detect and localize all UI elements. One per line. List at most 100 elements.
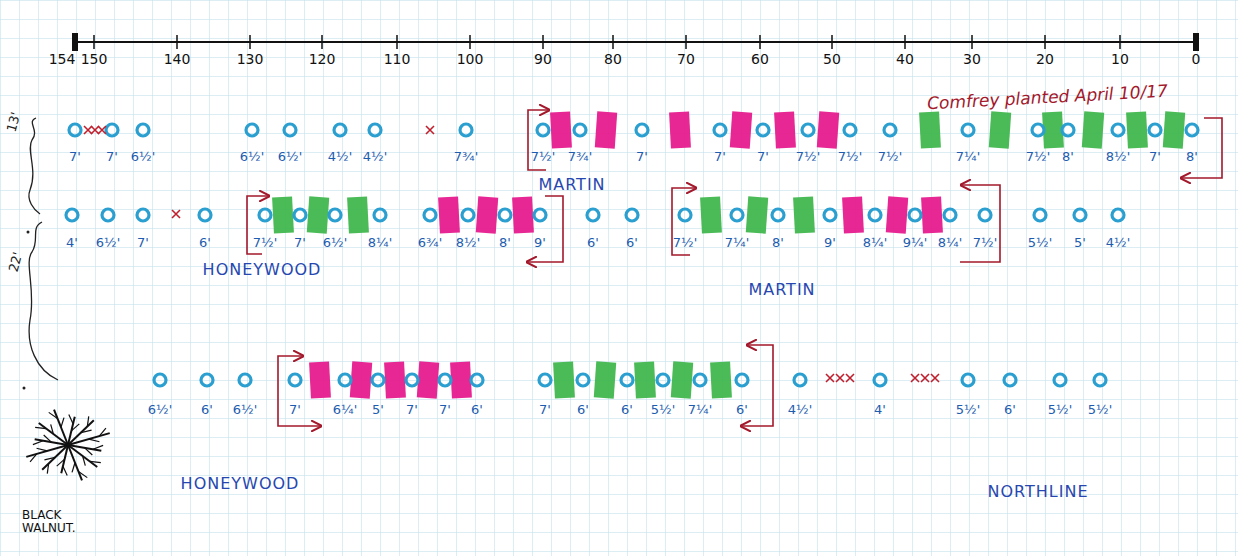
- tree-ring: [869, 209, 881, 221]
- missing-tree-mark: [921, 374, 929, 382]
- tree-ring: [574, 124, 586, 136]
- missing-marks: [84, 126, 939, 382]
- missing-tree-mark: [84, 126, 92, 134]
- tree-ring: [979, 209, 991, 221]
- tree-height: 7': [106, 150, 118, 164]
- tree-height: 6': [736, 403, 748, 417]
- tree-ring: [199, 209, 211, 221]
- tree-height: 7½': [531, 150, 555, 164]
- tree-ring: [694, 374, 706, 386]
- scale-number: 150: [81, 52, 108, 67]
- tree-height: 7': [406, 403, 418, 417]
- tree-height: 7': [439, 403, 451, 417]
- comfrey-block: [272, 197, 294, 234]
- tree-ring: [772, 209, 784, 221]
- tree-ring: [874, 374, 886, 386]
- tree-ring: [154, 374, 166, 386]
- tree-ring: [471, 374, 483, 386]
- comfrey-block: [347, 197, 369, 234]
- tree-ring: [577, 374, 589, 386]
- tree-ring: [106, 124, 118, 136]
- tree-height: 7': [636, 150, 648, 164]
- tree-height: 7½': [838, 150, 862, 164]
- tree-ring: [1062, 124, 1074, 136]
- tree-ring: [369, 124, 381, 136]
- tree-ring: [372, 374, 384, 386]
- tree-height: 7½': [973, 236, 997, 250]
- tree-height: 8¼': [938, 236, 962, 250]
- comfrey-block: [817, 111, 839, 148]
- tree-height: 6': [577, 403, 589, 417]
- tree-height: 5½': [651, 403, 675, 417]
- comfrey-block: [989, 111, 1011, 148]
- tree-ring: [534, 209, 546, 221]
- tree-ring: [424, 209, 436, 221]
- comfrey-block: [553, 362, 575, 399]
- tree-height: 7': [539, 403, 551, 417]
- tree-ring: [802, 124, 814, 136]
- tree-height: 7': [289, 403, 301, 417]
- tree-height: 4': [874, 403, 886, 417]
- missing-tree-mark: [91, 126, 99, 134]
- comfrey-block: [512, 197, 534, 234]
- variety-name: HONEYWOOD: [203, 261, 322, 279]
- comfrey-block: [1163, 111, 1185, 148]
- scale-number: 40: [896, 52, 914, 67]
- row-spacing-braces: [23, 118, 59, 390]
- tree-height: 6½': [240, 150, 264, 164]
- scale-number: 130: [237, 52, 264, 67]
- scale-number: 70: [677, 52, 695, 67]
- comfrey-block: [886, 196, 908, 233]
- tree-height: 5½': [1048, 403, 1072, 417]
- scale-number: 50: [823, 52, 841, 67]
- scale-number: 30: [963, 52, 981, 67]
- tree-ring: [462, 209, 474, 221]
- tree-height: 7½': [878, 150, 902, 164]
- tree-height: 7¾': [454, 150, 478, 164]
- tree-ring: [1074, 209, 1086, 221]
- distance-scale: [72, 33, 1199, 51]
- comfrey-block: [710, 362, 732, 399]
- tree-height: 6½': [96, 236, 120, 250]
- tree-height: 6': [471, 403, 483, 417]
- tree-height: 7½': [796, 150, 820, 164]
- tree-height: 4½': [363, 150, 387, 164]
- tree-ring: [731, 209, 743, 221]
- comfrey-block: [700, 197, 722, 234]
- tree-height: 4': [66, 236, 78, 250]
- tree-height: 7': [294, 236, 306, 250]
- tree-ring: [499, 209, 511, 221]
- tree-ring: [587, 209, 599, 221]
- missing-tree-mark: [836, 374, 844, 382]
- tree-ring: [102, 209, 114, 221]
- comfrey-blocks: [272, 111, 1185, 398]
- variety-name: HONEYWOOD: [181, 475, 300, 493]
- tree-ring: [824, 209, 836, 221]
- tree-ring: [289, 374, 301, 386]
- tree-height: 4½': [788, 403, 812, 417]
- tree-ring: [137, 124, 149, 136]
- tree-height: 7½': [673, 236, 697, 250]
- comfrey-block: [842, 197, 864, 234]
- tree-height: 6': [626, 236, 638, 250]
- tree-ring: [1149, 124, 1161, 136]
- comfrey-block: [594, 361, 616, 398]
- tree-height: 6½': [278, 150, 302, 164]
- tree-height: 6½': [323, 236, 347, 250]
- tree-ring: [636, 124, 648, 136]
- tree-height: 7': [1149, 150, 1161, 164]
- tree-ring: [284, 124, 296, 136]
- black-walnut-tree: [26, 410, 109, 481]
- tree-label: BLACK WALNUT.: [22, 509, 86, 535]
- missing-tree-mark: [846, 374, 854, 382]
- row-name: NORTHLINE: [987, 483, 1088, 501]
- tree-height: 7¼': [688, 403, 712, 417]
- tree-ring: [962, 124, 974, 136]
- tree-height: 6': [1004, 403, 1016, 417]
- tree-ring: [69, 124, 81, 136]
- tree-ring: [714, 124, 726, 136]
- tree-ring: [1032, 124, 1044, 136]
- tree-height: 8': [1186, 150, 1198, 164]
- tree-height: 6': [199, 236, 211, 250]
- tree-ring: [439, 374, 451, 386]
